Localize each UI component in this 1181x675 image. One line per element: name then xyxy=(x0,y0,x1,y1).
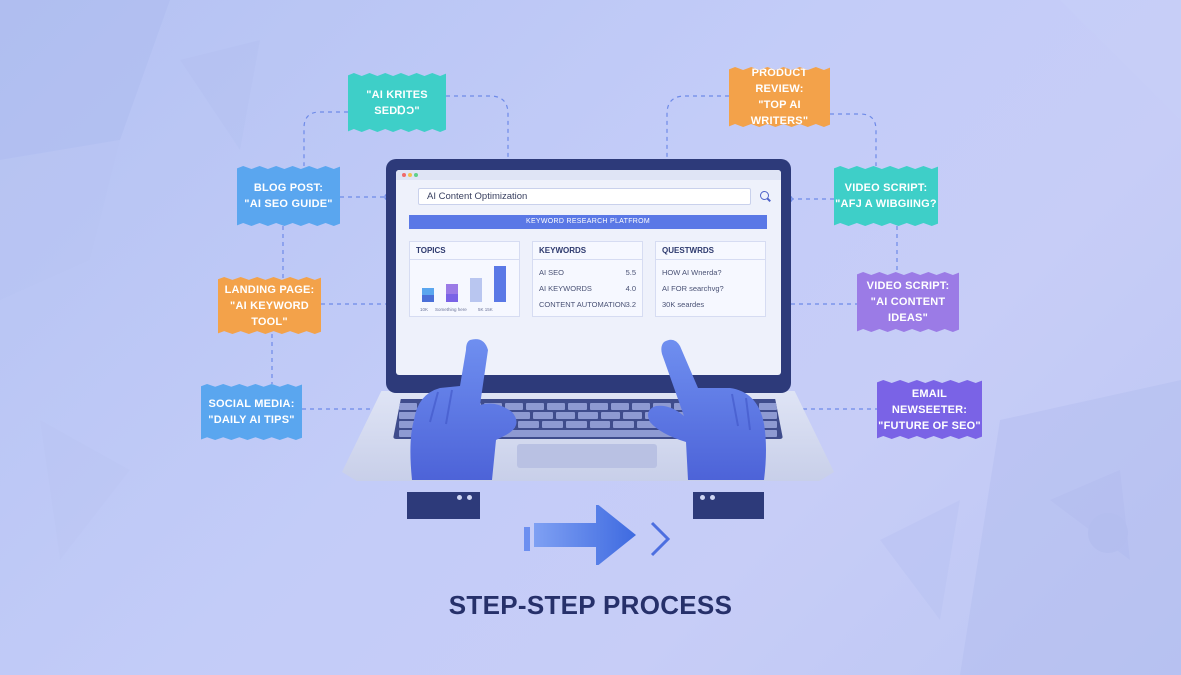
keyword-score: 3.2 xyxy=(625,300,636,309)
topics-bar-label: Something here xyxy=(435,307,467,312)
cuff-button-icon xyxy=(700,495,705,500)
topics-bar-label: 5K 15K xyxy=(478,307,493,312)
note-line-1: PRODUCT REVIEW: xyxy=(751,67,808,95)
note-line-1: SOCIAL MEDIA: xyxy=(208,398,295,410)
note-landing-page: LANDING PAGE: "AI KEYWORD TOOL" xyxy=(218,277,321,334)
topics-bar-label: 10K xyxy=(420,307,429,312)
keyword-score: 4.0 xyxy=(625,284,636,293)
note-line-2: "AI KEYWORD TOOL" xyxy=(230,299,309,328)
note-line-2: "AI CONTENT IDEAS" xyxy=(870,296,946,324)
questions-panel: QUESTWRDS HOW AI Wnerda? AI FOR searchvg… xyxy=(655,241,766,317)
keywords-title: KEYWORDS xyxy=(533,242,642,260)
topics-bar-4 xyxy=(494,266,506,302)
note-line-1: EMAIL NEWSEETER: xyxy=(891,387,968,416)
keyword-label: AI SEO xyxy=(539,268,565,277)
note-line-1: BLOG POST: xyxy=(253,182,324,194)
left-sleeve-cuff xyxy=(407,492,480,519)
process-caption: STEP-STEP PROCESS xyxy=(448,590,733,620)
note-line-2: "DAILY AI TIPS" xyxy=(208,414,295,426)
topics-bar-3 xyxy=(470,278,482,302)
topics-bar-2-dark xyxy=(446,294,458,302)
note-social-media: SOCIAL MEDIA: "DAILY AI TIPS" xyxy=(201,384,302,440)
note-video-script-2: VIDEO SCRIPT: "AI CONTENT IDEAS" xyxy=(857,272,959,332)
topics-bar-1-dark xyxy=(422,295,434,302)
arrow-right-icon xyxy=(524,505,671,565)
cuff-button-icon xyxy=(710,495,715,500)
note-email-newsletter: EMAIL NEWSEETER: "FUTURE OF SEO" xyxy=(877,380,982,439)
note-line-1: LANDING PAGE: xyxy=(224,283,315,296)
keyword-row: CONTENT AUTOMATION 3.2 xyxy=(539,300,636,309)
keyword-score: 5.5 xyxy=(625,268,636,277)
cuff-button-icon xyxy=(457,495,462,500)
window-dot-green-icon xyxy=(414,173,418,177)
laptop-trackpad xyxy=(517,444,657,468)
questions-title: QUESTWRDS xyxy=(656,242,765,260)
topics-title: TOPICS xyxy=(410,242,519,260)
keyword-label: CONTENT AUTOMATION xyxy=(539,300,627,309)
cuff-button-icon xyxy=(467,495,472,500)
window-dot-yellow-icon xyxy=(408,173,412,177)
question-row: HOW AI Wnerda? xyxy=(662,268,722,277)
right-sleeve-cuff xyxy=(693,492,764,519)
note-line-1: VIDEO SCRIPT: xyxy=(844,182,928,194)
question-row: 30K seardes xyxy=(662,300,705,309)
question-row: AI FOR searchvg? xyxy=(662,284,724,293)
left-hand-icon xyxy=(410,339,517,480)
note-video-script-1: VIDEO SCRIPT: "AFJ A WIBGIING? xyxy=(834,166,938,226)
note-teal-top: "AI KRITES SEDɒɔ" xyxy=(348,73,446,132)
search-input[interactable]: AI Content Optimization xyxy=(418,188,751,205)
topics-panel: TOPICS 10K Something here 5K 15K xyxy=(409,241,520,317)
platform-banner: KEYWORD RESEARCH PLATFROM xyxy=(409,215,767,229)
keyword-row: AI SEO 5.5 xyxy=(539,268,636,277)
note-line-2: "AI SEO GUIDE" xyxy=(244,198,333,210)
search-icon[interactable] xyxy=(760,191,769,200)
keyword-row: AI KEYWORDS 4.0 xyxy=(539,284,636,293)
note-line-2: "FUTURE OF SEO" xyxy=(878,419,981,432)
note-line-1: VIDEO SCRIPT: xyxy=(866,280,950,292)
note-blog-post: BLOG POST: "AI SEO GUIDE" xyxy=(237,166,340,226)
right-hand-icon xyxy=(648,339,766,480)
browser-chrome xyxy=(396,170,781,180)
note-line-2: "AFJ A WIBGIING? xyxy=(835,198,937,210)
keyword-label: AI KEYWORDS xyxy=(539,284,592,293)
laptop-screen: AI Content Optimization KEYWORD RESEARCH… xyxy=(396,170,781,375)
note-line-2: "TOP AI WRITERS" xyxy=(750,99,809,127)
note-line-1: "AI KRITES SEDɒɔ" xyxy=(366,88,428,117)
note-product-review: PRODUCT REVIEW: "TOP AI WRITERS" xyxy=(729,67,830,127)
keywords-panel: KEYWORDS AI SEO 5.5 AI KEYWORDS 4.0 CONT… xyxy=(532,241,643,317)
window-dot-red-icon xyxy=(402,173,406,177)
